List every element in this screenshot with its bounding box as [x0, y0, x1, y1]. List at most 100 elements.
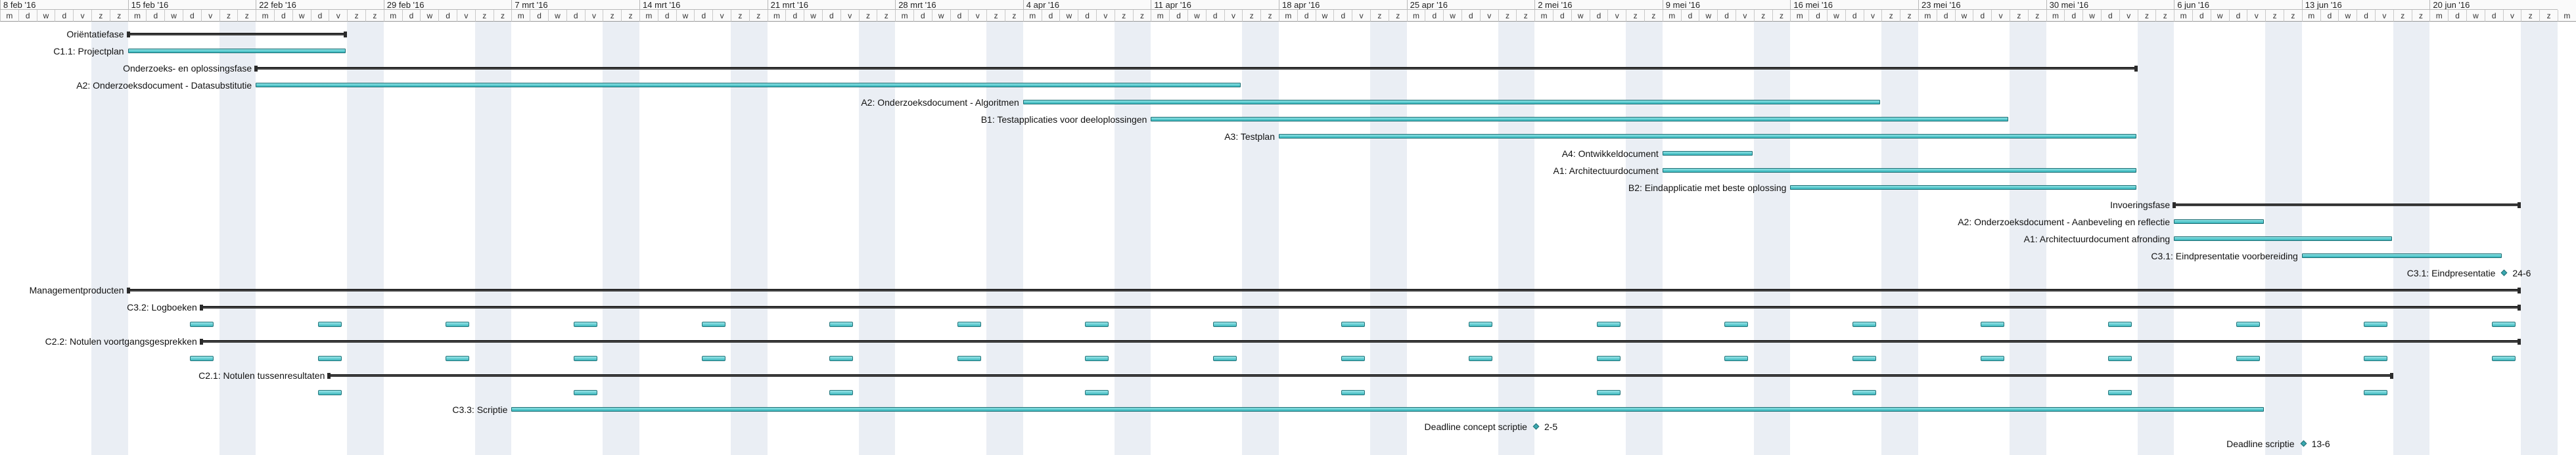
summary-bar-managementproducten[interactable] — [126, 288, 2521, 293]
task-bar-a3-testplan[interactable] — [1279, 134, 2136, 139]
weekend-column — [1370, 22, 1407, 455]
summary-bar-c2-1-notulen-tussenresultaten[interactable] — [327, 373, 2394, 379]
task-bar-projectplan[interactable] — [127, 49, 346, 53]
day-header-cell: m — [383, 10, 402, 22]
day-header-cell: w — [1443, 10, 1461, 22]
day-header-cell: v — [329, 10, 348, 22]
recurring-occurrence-c2-1-occurrences[interactable] — [1085, 390, 1109, 395]
recurring-occurrence-c2-2-occurrences[interactable] — [1596, 356, 1621, 361]
recurring-occurrence-c3-2-logboeken-occurrences[interactable] — [2491, 322, 2516, 327]
recurring-occurrence-c3-2-logboeken-occurrences[interactable] — [2236, 322, 2260, 327]
day-header-cell: d — [310, 10, 329, 22]
summary-bar-onderzoeksfase[interactable] — [254, 66, 2138, 72]
recurring-occurrence-c2-1-occurrences[interactable] — [829, 390, 854, 395]
day-header-cell: w — [548, 10, 566, 22]
week-header-cell: 4 apr '16 — [1023, 0, 1151, 10]
task-bar-c3-3-scriptie[interactable] — [511, 407, 2265, 412]
day-header-cell: d — [2484, 10, 2503, 22]
day-header-cell: v — [968, 10, 987, 22]
day-header-cell: d — [2228, 10, 2247, 22]
weekend-column — [1242, 22, 1279, 455]
day-header-cell: w — [676, 10, 695, 22]
day-header-cell: w — [1315, 10, 1334, 22]
recurring-occurrence-c3-2-logboeken-occurrences[interactable] — [1469, 322, 1493, 327]
recurring-occurrence-c2-2-occurrences[interactable] — [1469, 356, 1493, 361]
recurring-occurrence-c3-2-logboeken-occurrences[interactable] — [446, 322, 470, 327]
task-bar-c3-1-voorbereiding[interactable] — [2301, 253, 2502, 258]
recurring-occurrence-c2-2-occurrences[interactable] — [2364, 356, 2388, 361]
recurring-occurrence-c3-2-logboeken-occurrences[interactable] — [2108, 322, 2132, 327]
recurring-occurrence-c3-2-logboeken-occurrences[interactable] — [829, 322, 854, 327]
summary-bar-orientatiefase[interactable] — [126, 32, 347, 37]
recurring-occurrence-c2-2-occurrences[interactable] — [190, 356, 214, 361]
task-label: A3: Testplan — [1224, 131, 1275, 142]
recurring-occurrence-c2-2-occurrences[interactable] — [1341, 356, 1365, 361]
recurring-occurrence-c3-2-logboeken-occurrences[interactable] — [1596, 322, 1621, 327]
week-header-cell: 11 apr '16 — [1151, 0, 1279, 10]
recurring-occurrence-c2-1-occurrences[interactable] — [2108, 390, 2132, 395]
recurring-occurrence-c2-2-occurrences[interactable] — [1980, 356, 2004, 361]
summary-bar-invoeringsfase[interactable] — [2173, 202, 2521, 208]
recurring-occurrence-c3-2-logboeken-occurrences[interactable] — [1341, 322, 1365, 327]
week-header-cell: 25 apr '16 — [1406, 0, 1535, 10]
recurring-occurrence-c3-2-logboeken-occurrences[interactable] — [1980, 322, 2004, 327]
recurring-occurrence-c2-2-occurrences[interactable] — [1085, 356, 1109, 361]
recurring-occurrence-c3-2-logboeken-occurrences[interactable] — [190, 322, 214, 327]
recurring-occurrence-c2-2-occurrences[interactable] — [1852, 356, 1877, 361]
weekend-column — [2010, 22, 2046, 455]
recurring-occurrence-c2-2-occurrences[interactable] — [2108, 356, 2132, 361]
recurring-occurrence-c3-2-logboeken-occurrences[interactable] — [317, 322, 342, 327]
recurring-occurrence-c2-1-occurrences[interactable] — [1852, 390, 1877, 395]
task-bar-a2-datasubstitutie[interactable] — [256, 83, 1241, 87]
recurring-occurrence-c2-2-occurrences[interactable] — [1724, 356, 1749, 361]
recurring-occurrence-c2-1-occurrences[interactable] — [1341, 390, 1365, 395]
recurring-occurrence-c2-1-occurrences[interactable] — [573, 390, 598, 395]
recurring-occurrence-c2-1-occurrences[interactable] — [1596, 390, 1621, 395]
recurring-occurrence-c2-2-occurrences[interactable] — [2236, 356, 2260, 361]
recurring-occurrence-c3-2-logboeken-occurrences[interactable] — [573, 322, 598, 327]
recurring-occurrence-c2-2-occurrences[interactable] — [829, 356, 854, 361]
recurring-occurrence-c2-2-occurrences[interactable] — [701, 356, 725, 361]
recurring-occurrence-c2-2-occurrences[interactable] — [446, 356, 470, 361]
recurring-occurrence-c3-2-logboeken-occurrences[interactable] — [1852, 322, 1877, 327]
day-header-cell: w — [2210, 10, 2229, 22]
day-header-cell: d — [566, 10, 585, 22]
week-header-cell: 22 feb '16 — [256, 0, 384, 10]
day-header-cell: z — [2027, 10, 2046, 22]
summary-bar-c3-2-logboeken[interactable] — [199, 305, 2521, 311]
task-bar-a2-aanbeveling[interactable] — [2174, 219, 2265, 224]
task-bar-a4-ontwikkeldocument[interactable] — [1662, 151, 1753, 156]
week-header-cell: 20 jun '16 — [2429, 0, 2558, 10]
recurring-occurrence-c2-2-occurrences[interactable] — [317, 356, 342, 361]
day-header-cell: d — [694, 10, 713, 22]
recurring-occurrence-c2-2-occurrences[interactable] — [2491, 356, 2516, 361]
day-header-cell: v — [1352, 10, 1370, 22]
recurring-occurrence-c2-2-occurrences[interactable] — [1212, 356, 1237, 361]
recurring-occurrence-c3-2-logboeken-occurrences[interactable] — [1085, 322, 1109, 327]
weekend-column — [731, 22, 768, 455]
day-header-cell: d — [1205, 10, 1224, 22]
recurring-occurrence-c3-2-logboeken-occurrences[interactable] — [701, 322, 725, 327]
day-header-cell: v — [2502, 10, 2521, 22]
task-bar-a1-architectuurdocument[interactable] — [1662, 168, 2136, 173]
recurring-occurrence-c3-2-logboeken-occurrences[interactable] — [957, 322, 981, 327]
task-bar-b2-eindapplicatie[interactable] — [1790, 185, 2136, 190]
day-header-cell: d — [2101, 10, 2119, 22]
day-header-cell: d — [1169, 10, 1187, 22]
recurring-occurrence-c3-2-logboeken-occurrences[interactable] — [1724, 322, 1749, 327]
recurring-occurrence-c3-2-logboeken-occurrences[interactable] — [2364, 322, 2388, 327]
recurring-occurrence-c2-1-occurrences[interactable] — [2364, 390, 2388, 395]
recurring-occurrence-c2-2-occurrences[interactable] — [957, 356, 981, 361]
weekend-column — [1498, 22, 1535, 455]
day-header-cell: m — [2301, 10, 2320, 22]
recurring-occurrence-c2-1-occurrences[interactable] — [317, 390, 342, 395]
day-header-cell: z — [1114, 10, 1133, 22]
task-bar-b1-testapplicaties[interactable] — [1151, 117, 2008, 121]
summary-bar-c2-2-notulen-voortgang[interactable] — [199, 339, 2521, 345]
task-bar-a2-algoritmen[interactable] — [1023, 100, 1881, 104]
weekend-column — [91, 22, 128, 455]
week-header-cell: 18 apr '16 — [1279, 0, 1407, 10]
task-bar-a1-afronding[interactable] — [2174, 236, 2392, 241]
recurring-occurrence-c3-2-logboeken-occurrences[interactable] — [1212, 322, 1237, 327]
recurring-occurrence-c2-2-occurrences[interactable] — [573, 356, 598, 361]
